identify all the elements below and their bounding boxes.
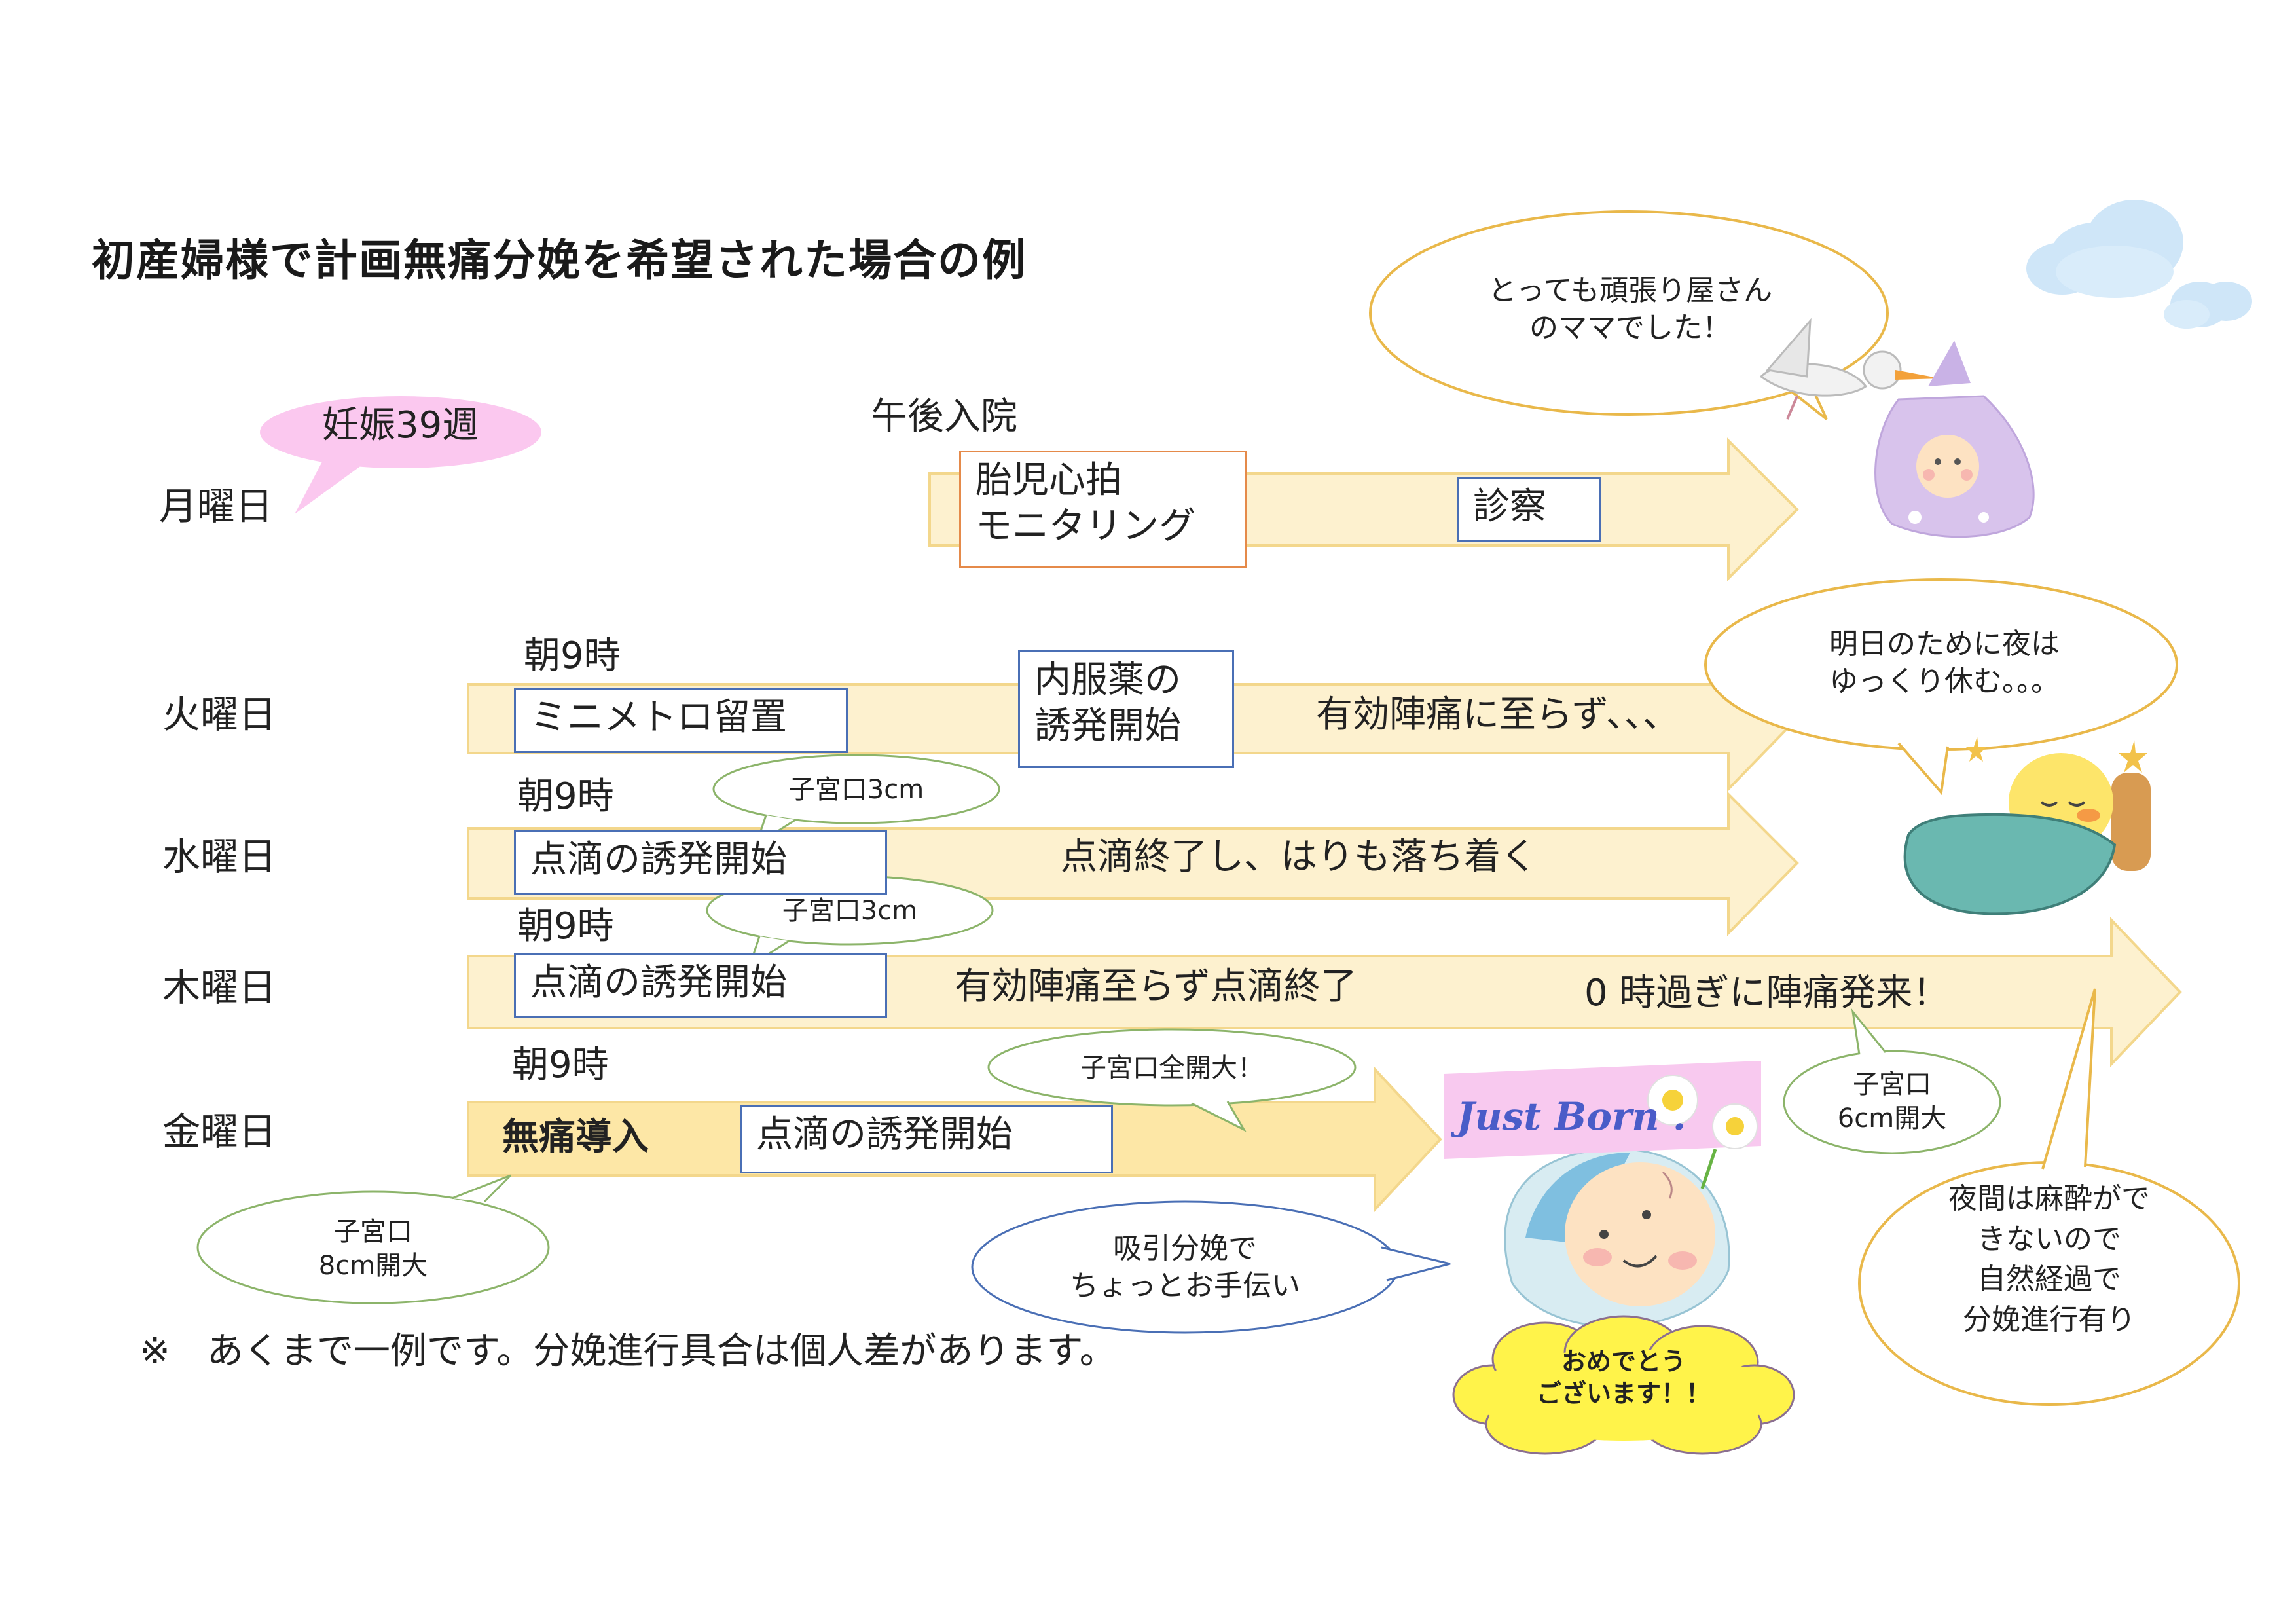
vacuum-line2: ちょっとお手伝い bbox=[1070, 1269, 1300, 1303]
oral-induction-line2: 誘発開始 bbox=[1034, 705, 1181, 747]
eight-cm-line1: 子宮口 bbox=[334, 1217, 412, 1247]
thursday-arrow bbox=[467, 917, 2182, 1067]
thu-drip-box: 点滴の誘発開始 bbox=[514, 953, 887, 1018]
six-cm-label: 子宮口 6cm開大 bbox=[1797, 1067, 1987, 1135]
cloud-icon-small bbox=[2164, 282, 2252, 329]
minimetro-box: ミニメトロ留置 bbox=[514, 688, 848, 753]
vacuum-label: 吸引分娩で ちょっとお手伝い bbox=[1021, 1230, 1349, 1304]
pregnancy-week-bubble bbox=[260, 396, 541, 514]
eight-cm-label: 子宮口 8cm開大 bbox=[275, 1215, 471, 1283]
fri-time-label: 朝9時 bbox=[512, 1044, 609, 1086]
oral-induction-line1: 内服薬の bbox=[1034, 659, 1181, 701]
night-line3: 自然経過で bbox=[1977, 1263, 2121, 1297]
wed-time-label: 朝9時 bbox=[517, 775, 614, 818]
day-label-monday: 月曜日 bbox=[159, 484, 274, 528]
tue-no-contractions: 有効陣痛に至らず、、、 bbox=[1316, 693, 1679, 736]
full-dilation-label: 子宮口全開大！ bbox=[1080, 1053, 1264, 1083]
mama-line2: のママでした！ bbox=[1529, 311, 1731, 345]
wed-drip-end: 点滴終了し、はりも落ち着く bbox=[1061, 836, 1537, 878]
rest-line2: ゆっくり休む。。。 bbox=[1829, 665, 2060, 699]
just-born-text: Just Born . bbox=[1457, 1094, 1686, 1139]
congrats-line1: おめでとう bbox=[1561, 1347, 1686, 1376]
eight-cm-bubble bbox=[196, 1174, 550, 1304]
cloud-icon-large bbox=[2026, 200, 2183, 298]
stork-icon bbox=[1759, 318, 1941, 420]
monitoring-line2: モニタリング bbox=[975, 505, 1195, 547]
admission-label: 午後入院 bbox=[871, 396, 1017, 438]
rest-speech-bubble bbox=[1704, 578, 2178, 796]
night-line4: 分娩進行有り bbox=[1963, 1302, 2136, 1337]
tue-time-label: 朝9時 bbox=[524, 635, 621, 677]
pregnancy-week-label: 妊娠39週 bbox=[322, 404, 479, 447]
vacuum-bubble bbox=[971, 1200, 1451, 1334]
congrats-line2: ございます！！ bbox=[1536, 1379, 1711, 1409]
congrats-cloud bbox=[1452, 1315, 1795, 1455]
thu-labor-onset: 0 時過ぎに陣痛発来！ bbox=[1584, 972, 1950, 1014]
thu-time-label: 朝9時 bbox=[517, 905, 614, 948]
eight-cm-line2: 8cm開大 bbox=[318, 1251, 428, 1281]
six-cm-line2: 6cm開大 bbox=[1837, 1103, 1947, 1134]
night-line1: 夜間は麻酔がで bbox=[1948, 1182, 2150, 1215]
rest-line1: 明日のために夜は bbox=[1829, 627, 2060, 661]
newborn-baby-icon bbox=[1504, 1148, 1730, 1328]
day-label-wednesday: 水曜日 bbox=[162, 834, 277, 879]
full-dilation-bubble bbox=[987, 1028, 1357, 1132]
day-label-tuesday: 火曜日 bbox=[162, 692, 277, 737]
six-cm-bubble bbox=[1783, 1008, 2001, 1154]
day-label-friday: 金曜日 bbox=[162, 1109, 277, 1154]
monitoring-box: 胎児心拍 モニタリング bbox=[959, 451, 1247, 568]
wed-drip-box: 点滴の誘発開始 bbox=[514, 830, 887, 895]
congrats-text: おめでとう ございます！！ bbox=[1486, 1346, 1761, 1411]
mama-line1: とっても頑張り屋さん bbox=[1487, 274, 1773, 307]
wed-cervix-label: 子宮口3cm bbox=[788, 775, 924, 805]
fri-drip-box: 点滴の誘発開始 bbox=[740, 1105, 1113, 1173]
mama-note: とっても頑張り屋さん のママでした！ bbox=[1427, 272, 1833, 346]
sleeping-chick-icon bbox=[1903, 737, 2151, 915]
six-cm-line1: 子宮口 bbox=[1853, 1069, 1931, 1099]
exam-box: 診察 bbox=[1457, 477, 1601, 542]
page-title: 初産婦様で計画無痛分娩を希望された場合の例 bbox=[92, 235, 1027, 286]
night-note: 夜間は麻酔がで きないので 自然経過で 分娩進行有り bbox=[1899, 1179, 2200, 1340]
vacuum-line1: 吸引分娩で bbox=[1113, 1232, 1257, 1265]
night-line2: きないので bbox=[1977, 1222, 2121, 1256]
footnote: ※ あくまで一例です。分娩進行具合は個人差があります。 bbox=[139, 1330, 1116, 1373]
day-label-thursday: 木曜日 bbox=[162, 965, 277, 1010]
flower-icon bbox=[1647, 1075, 1758, 1149]
thu-cervix-label: 子宮口3cm bbox=[782, 896, 918, 926]
night-bubble bbox=[1858, 988, 2240, 1406]
oral-induction-box: 内服薬の 誘発開始 bbox=[1018, 650, 1234, 768]
epidural-label: 無痛導入 bbox=[502, 1116, 649, 1158]
baby-bundle-icon bbox=[1874, 341, 2035, 538]
thu-no-contractions: 有効陣痛至らず点滴終了 bbox=[955, 965, 1357, 1008]
rest-note: 明日のために夜は ゆっくり休む。。。 bbox=[1761, 625, 2128, 700]
monitoring-line1: 胎児心拍 bbox=[975, 459, 1122, 502]
